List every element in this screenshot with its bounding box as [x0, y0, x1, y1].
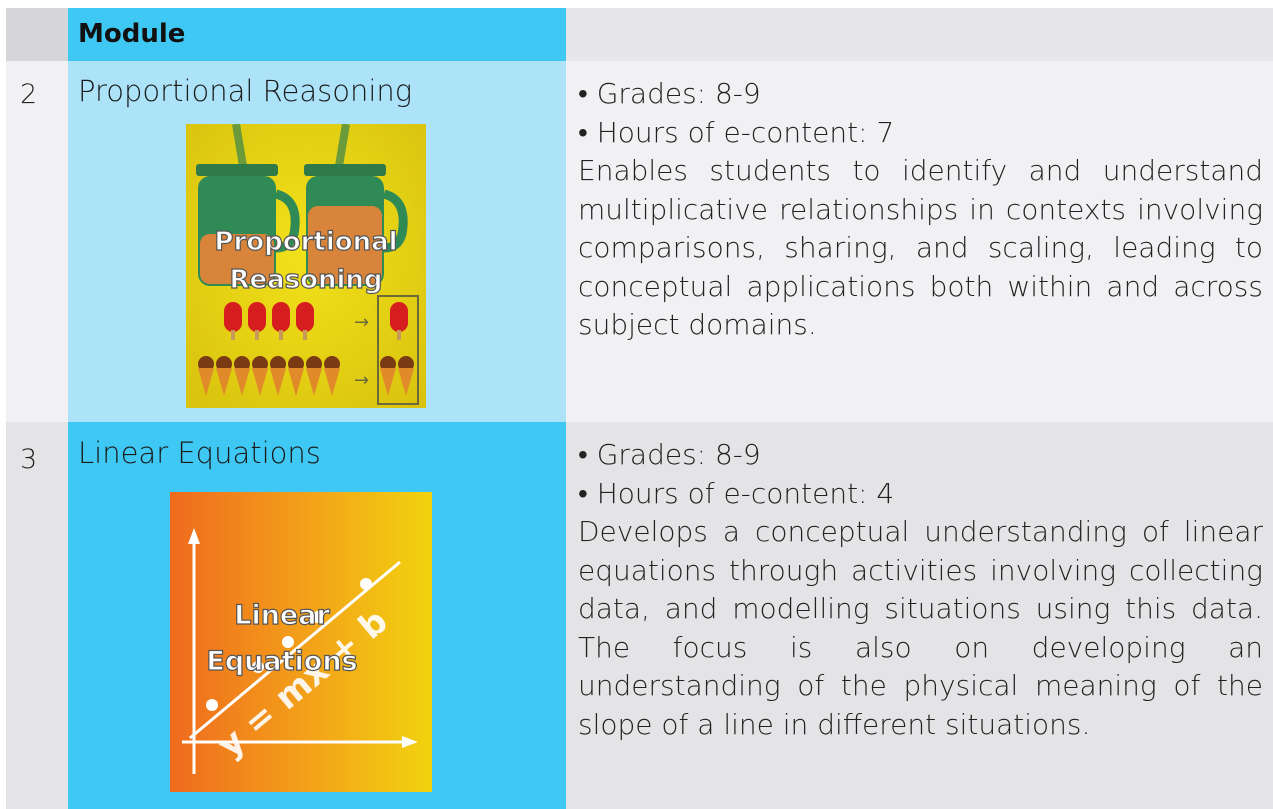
module-cell: Proportional Reasoning — [68, 61, 566, 422]
jar-icon — [196, 124, 300, 286]
module-description: • Grades: 8-9 • Hours of e-content: 4 De… — [578, 436, 1263, 744]
jar-icon — [304, 124, 408, 286]
row-number-cell: 3 — [6, 422, 68, 809]
proportional-reasoning-thumbnail[interactable]: → → Proportional Reasoning — [186, 124, 426, 408]
module-title: Linear Equations — [78, 436, 321, 470]
module-cell: Linear Equations — [68, 422, 566, 809]
row-number: 2 — [20, 79, 38, 110]
hours-bullet: • Hours of e-content: 7 — [578, 115, 895, 149]
linear-equations-thumbnail[interactable]: y = mx + b Linear Equations — [170, 492, 432, 792]
header-description-cell — [566, 8, 1273, 61]
svg-text:→: → — [354, 370, 369, 391]
header-number-cell — [6, 8, 68, 61]
module-title: Proportional Reasoning — [78, 74, 413, 108]
thumbnail-label-line2: Reasoning — [229, 265, 382, 295]
axes-icon — [182, 528, 418, 774]
thumbnail-label-line2: Equations — [206, 646, 357, 677]
thumbnail-label-line1: Proportional — [214, 227, 397, 257]
description-cell: • Grades: 8-9 • Hours of e-content: 4 De… — [566, 422, 1273, 809]
ice-cream-row — [198, 356, 414, 396]
row-number-cell: 2 — [6, 61, 68, 422]
data-points — [206, 578, 372, 711]
description-cell: • Grades: 8-9 • Hours of e-content: 7 En… — [566, 61, 1273, 422]
header-module-cell: Module — [68, 8, 566, 61]
thumbnail-label-line1: Linear — [234, 600, 330, 631]
description-text: Develops a conceptual understanding of l… — [578, 515, 1263, 741]
grades-bullet: • Grades: 8-9 — [578, 438, 761, 471]
description-text: Enables students to identify and underst… — [578, 154, 1263, 341]
hours-bullet: • Hours of e-content: 4 — [578, 476, 895, 510]
svg-text:→: → — [354, 312, 369, 333]
header-module-label: Module — [78, 19, 186, 49]
grades-bullet: • Grades: 8-9 — [578, 77, 761, 110]
module-description: • Grades: 8-9 • Hours of e-content: 7 En… — [578, 75, 1263, 345]
popsicle-row — [224, 302, 408, 340]
row-number: 3 — [20, 444, 38, 475]
